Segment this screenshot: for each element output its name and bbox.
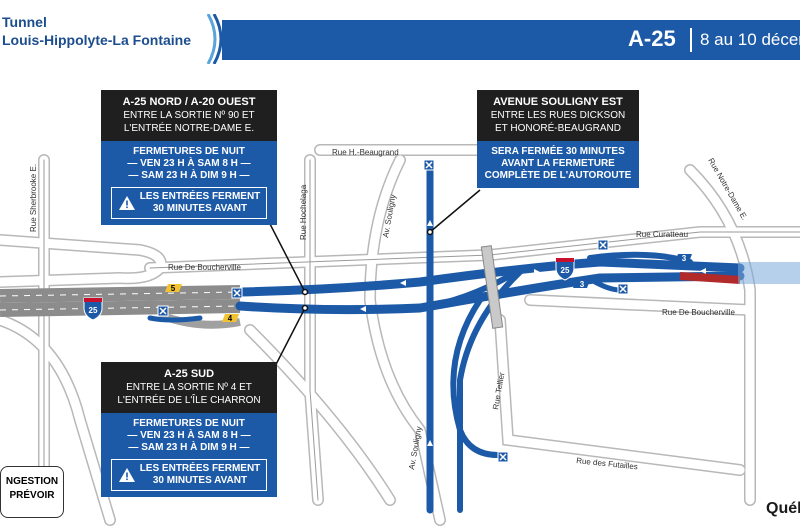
- callout-souligny: AVENUE SOULIGNY EST ENTRE LES RUES DICKS…: [477, 90, 639, 188]
- header-separator: [690, 28, 692, 52]
- closure-markers: [157, 159, 629, 463]
- shield-number-east: 25: [561, 266, 570, 275]
- closure-marker-3: [423, 159, 435, 171]
- closure-marker-4: [597, 239, 609, 251]
- callout-souligny-desc2: ET HONORÉ-BEAUGRAND: [495, 123, 621, 134]
- callout-north-closure-line1: — VEN 23 H À SAM 8 H —: [127, 158, 251, 169]
- callout-north-body: FERMETURES DE NUIT — VEN 23 H À SAM 8 H …: [101, 141, 277, 225]
- callout-south-closure-line2: — SAM 23 H À DIM 9 H —: [128, 442, 250, 453]
- header-route: A-25: [628, 26, 676, 51]
- closure-marker-5: [617, 283, 629, 295]
- closure-marker-2: [157, 305, 169, 317]
- callout-south-desc1: ENTRE LA SORTIE Nº 4 ET: [126, 382, 252, 393]
- callout-north-closure-line2: — SAM 23 H À DIM 9 H —: [128, 170, 250, 181]
- street-boucherville-right: Rue De Boucherville: [662, 308, 735, 317]
- header: Tunnel Louis-Hippolyte-La Fontaine A-25 …: [0, 0, 800, 64]
- exit-3b-marker: 3: [573, 280, 590, 289]
- callout-souligny-body: SERA FERMÉE 30 MINUTES AVANT LA FERMETUR…: [477, 141, 639, 188]
- callout-south-body: FERMETURES DE NUIT — VEN 23 H À SAM 8 H …: [101, 413, 277, 497]
- exit-markers: 5 4 3 3: [165, 254, 692, 323]
- street-beaugrand: Rue H.-Beaugrand: [332, 148, 399, 157]
- overpass: [480, 245, 504, 329]
- quebec-brand: Québec: [766, 500, 800, 517]
- callout-souligny-title: AVENUE SOULIGNY EST: [493, 96, 623, 108]
- interstate-shield-west: 25: [83, 297, 103, 321]
- callout-north-title: A-25 NORD / A-20 OUEST: [122, 96, 256, 108]
- warning-icon: [118, 196, 135, 210]
- callout-souligny-note3: COMPLÈTE DE L'AUTOROUTE: [484, 170, 632, 181]
- callout-north-header: A-25 NORD / A-20 OUEST ENTRE LA SORTIE N…: [101, 90, 277, 141]
- callout-souligny-header: AVENUE SOULIGNY EST ENTRE LES RUES DICKS…: [477, 90, 639, 141]
- callout-north: A-25 NORD / A-20 OUEST ENTRE LA SORTIE N…: [101, 90, 277, 225]
- callout-north-closure-title: FERMETURES DE NUIT: [133, 146, 245, 157]
- street-sherbrooke: Rue Sherbrooke E.: [29, 164, 38, 232]
- header-dates: 8 au 10 décembre: [700, 30, 800, 49]
- callout-south-closure-line1: — VEN 23 H À SAM 8 H —: [127, 430, 251, 441]
- highway-grey-west: [0, 285, 241, 329]
- highway-closed-segments: [147, 166, 745, 514]
- exit-3b-label: 3: [580, 280, 585, 289]
- closure-marker-1: [231, 287, 243, 299]
- callout-souligny-desc1: ENTRE LES RUES DICKSON: [490, 110, 626, 121]
- callout-south: A-25 SUD ENTRE LA SORTIE Nº 4 ET L'ENTRÉ…: [101, 362, 277, 497]
- exit-3a-label: 3: [682, 254, 687, 263]
- callout-souligny-note1: SERA FERMÉE 30 MINUTES: [491, 146, 625, 157]
- exit-4-label: 4: [228, 314, 233, 323]
- exit-4-marker: 4: [222, 314, 239, 323]
- callout-souligny-note2: AVANT LA FERMETURE: [501, 158, 615, 169]
- interstate-shield-east: 25: [555, 257, 575, 281]
- callout-north-warn2: 30 MINUTES AVANT: [152, 203, 248, 214]
- header-title-line1: Tunnel: [2, 14, 47, 30]
- header-accent-stripe: [206, 14, 223, 64]
- callout-south-title: A-25 SUD: [163, 368, 215, 380]
- exit-3a-marker: 3: [675, 254, 692, 263]
- congestion-segment: [679, 262, 800, 284]
- direction-arrows: [360, 220, 706, 446]
- street-curatteau: Rue Curatteau: [636, 230, 688, 239]
- exit-5-label: 5: [171, 284, 176, 293]
- street-boucherville-left: Rue De Boucherville: [168, 263, 241, 272]
- callout-north-desc2: L'ENTRÉE NOTRE-DAME E.: [123, 123, 255, 134]
- congestion-legend: NGESTION PRÉVOIR: [0, 466, 64, 518]
- warning-icon: [118, 468, 135, 482]
- street-hochelaga: Rue Hochelaga: [299, 184, 308, 240]
- local-streets: [0, 144, 800, 526]
- callout-south-warning: LES ENTRÉES FERMENT 30 MINUTES AVANT: [111, 459, 267, 491]
- callout-north-warning: LES ENTRÉES FERMENT 30 MINUTES AVANT: [111, 187, 267, 219]
- road-map: 5 4 3 3 25 25 Rue Sherbrooke E. Rue H.-B…: [0, 144, 800, 526]
- header-title-box: Tunnel Louis-Hippolyte-La Fontaine: [0, 6, 212, 58]
- legend-line2: PRÉVOIR: [9, 490, 55, 501]
- callout-south-header: A-25 SUD ENTRE LA SORTIE Nº 4 ET L'ENTRÉ…: [101, 362, 277, 413]
- shield-number-west: 25: [89, 306, 98, 315]
- header-band: [222, 20, 800, 60]
- exit-5-marker: 5: [165, 284, 182, 293]
- callout-south-closure-title: FERMETURES DE NUIT: [133, 418, 245, 429]
- header-title-line2: Louis-Hippolyte-La Fontaine: [2, 32, 191, 48]
- callout-south-warn2: 30 MINUTES AVANT: [152, 475, 248, 486]
- legend-line1: NGESTION: [5, 476, 59, 487]
- callout-south-desc2: L'ENTRÉE DE L'ÎLE CHARRON: [117, 395, 261, 406]
- closure-marker-6: [497, 451, 509, 463]
- callout-north-warn1: LES ENTRÉES FERMENT: [139, 191, 261, 202]
- callout-south-warn1: LES ENTRÉES FERMENT: [139, 463, 261, 474]
- callout-north-desc1: ENTRE LA SORTIE Nº 90 ET: [123, 110, 255, 121]
